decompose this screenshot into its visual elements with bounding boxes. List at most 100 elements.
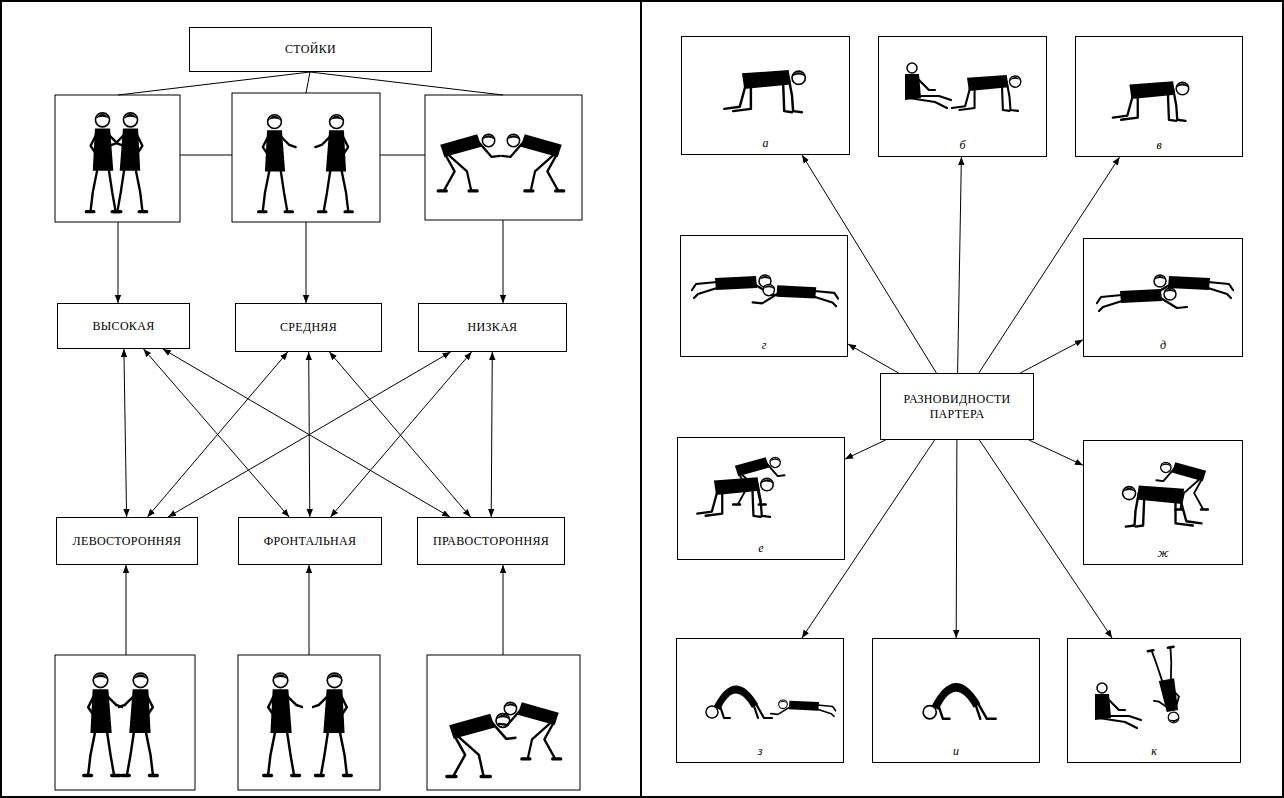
wrestler-figure [1113, 81, 1189, 121]
picture-frame [55, 655, 195, 790]
label-box: ЛЕВОСТОРОННЯЯ [56, 517, 198, 565]
leader-line [380, 155, 425, 156]
connector [1020, 340, 1083, 373]
wrestler-figure [315, 115, 352, 212]
wrestler-figure [753, 284, 839, 306]
wrestler-figure [499, 702, 561, 759]
leader-line [180, 155, 232, 156]
leader-line [310, 72, 503, 95]
connector [163, 349, 450, 517]
pose-box: г [680, 235, 848, 357]
wrestler-figure [724, 70, 805, 112]
box-label: СТОЙКИ [285, 42, 336, 57]
leader-arrow [503, 565, 504, 655]
connector [124, 349, 127, 517]
connector [848, 344, 899, 373]
box-label: ЛЕВОСТОРОННЯЯ [73, 534, 182, 549]
connector [144, 349, 290, 517]
pose-letter: з [758, 744, 763, 759]
leader-line [306, 72, 310, 93]
wrestler-figure [733, 457, 784, 504]
wrestler-figure [502, 134, 564, 191]
pose-box: к [1067, 638, 1241, 763]
box-label: НИЗКАЯ [468, 320, 518, 335]
connector [491, 352, 492, 517]
connector [802, 155, 936, 373]
connector [1029, 440, 1083, 465]
box-label: ФРОНТАЛЬНАЯ [264, 534, 357, 549]
pose-letter: а [763, 136, 769, 151]
leader-arrow [126, 565, 127, 655]
connector [331, 352, 472, 517]
connector [956, 440, 958, 638]
pose-letter: б [959, 138, 965, 153]
pose-letter: д [1160, 338, 1166, 353]
pose-box: е [677, 437, 845, 560]
pose-box: ж [1083, 440, 1243, 565]
leader-line [118, 72, 310, 95]
leader-arrow [118, 222, 119, 303]
label-box: НИЗКАЯ [418, 303, 567, 352]
pose-letter: в [1156, 138, 1161, 153]
wrestler-figure [697, 477, 773, 517]
picture-frame [55, 95, 180, 222]
connector [845, 440, 886, 459]
connector [329, 352, 470, 517]
pose-box: и [872, 638, 1040, 763]
wrestler-figure [952, 75, 1021, 111]
box-label: СРЕДНЯЯ [280, 320, 337, 335]
connector [802, 440, 935, 638]
leader-arrow [306, 222, 307, 303]
box-label: РАЗНОВИДНОСТИ ПАРТЕРА [887, 392, 1027, 422]
label-box: СРЕДНЯЯ [235, 303, 382, 352]
leader-arrow [503, 220, 504, 303]
label-box: ПРАВОСТОРОННЯЯ [417, 517, 565, 565]
label-box: ФРОНТАЛЬНАЯ [238, 517, 382, 565]
connector [979, 157, 1120, 373]
leader-lines [118, 72, 503, 655]
wrestler-figure [923, 683, 996, 719]
wrestler-figure [1145, 647, 1186, 726]
label-box: РАЗНОВИДНОСТИ ПАРТЕРА [880, 373, 1034, 440]
wrestler-figure [264, 673, 303, 775]
connector [168, 352, 451, 517]
wrestler-figure [86, 113, 124, 212]
wrestler-figure [438, 134, 500, 191]
pose-letter: и [953, 744, 959, 759]
wrestler-figure [109, 113, 147, 212]
wrestler-figure [1097, 288, 1187, 311]
pose-letter: е [758, 541, 763, 556]
pose-letter: г [762, 338, 767, 353]
wrestler-figure [1156, 462, 1207, 509]
connector [147, 352, 287, 517]
wrestler-figure [905, 63, 951, 108]
label-box: СТОЙКИ [189, 27, 432, 72]
picture-frame [427, 655, 580, 790]
pose-box: б [878, 36, 1047, 157]
connector [958, 157, 962, 373]
stance-pictures [55, 93, 582, 790]
wrestler-figure [84, 673, 123, 775]
wrestler-figures [84, 63, 1233, 777]
connector [979, 440, 1112, 638]
box-label: ПРАВОСТОРОННЯЯ [433, 534, 549, 549]
leader-arrow [309, 565, 310, 655]
wrestler-figure [312, 673, 351, 775]
panel-divider [640, 1, 642, 797]
wrestler-figure [259, 115, 296, 212]
wrestler-figure [1143, 275, 1233, 298]
pose-box: з [676, 638, 844, 763]
pose-letter: ж [1157, 546, 1168, 561]
picture-frame [232, 93, 380, 222]
picture-frame [238, 655, 380, 790]
wrestler-figure [1123, 486, 1202, 527]
pose-letter: к [1151, 744, 1157, 759]
wrestler-figure [771, 700, 836, 717]
wrestler-figure [706, 685, 772, 718]
label-box: ВЫСОКАЯ [57, 303, 190, 349]
picture-frame [425, 95, 582, 220]
